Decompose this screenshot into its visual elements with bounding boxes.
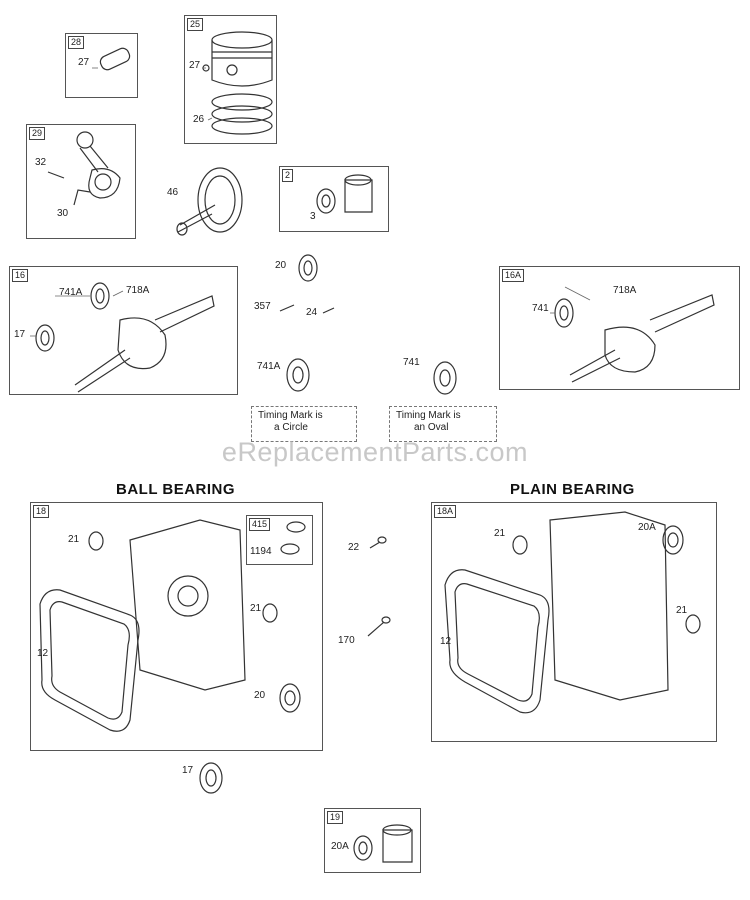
box-label: 29 — [29, 127, 46, 140]
part-label: 357 — [254, 301, 271, 312]
part-label: 21 — [676, 605, 688, 616]
camshaft-drawing — [176, 167, 243, 236]
part-label: 12 — [37, 648, 49, 659]
part-label: 46 — [167, 187, 179, 198]
part-label: 741 — [532, 303, 549, 314]
part-label: 741A — [257, 361, 281, 372]
part-label: 1194 — [250, 546, 272, 557]
leader-lines — [30, 67, 591, 337]
part-label: 741A — [59, 287, 83, 298]
bolts-drawing — [367, 536, 391, 637]
watermark: eReplacementParts.com — [221, 437, 529, 467]
part-label: 718A — [126, 285, 150, 296]
crankshaft-drawing — [35, 282, 215, 393]
connecting-rod-drawing — [47, 131, 121, 206]
part-label: 27 — [78, 57, 90, 68]
part-label: 12 — [440, 636, 452, 647]
heading-ball-bearing: BALL BEARING — [116, 481, 236, 498]
box-16a: 16A — [499, 266, 740, 390]
timing-gear-oval-drawing — [433, 361, 457, 395]
note-line: a Circle — [274, 422, 308, 433]
box-2: 2 — [279, 166, 389, 232]
note-timing-mark-circle: Timing Mark is a Circle — [251, 406, 357, 442]
piston-drawing — [202, 31, 273, 87]
note-line: an Oval — [414, 422, 449, 433]
box-label: 28 — [68, 36, 85, 49]
part-label: 26 — [193, 114, 205, 125]
part-label: 21 — [494, 528, 506, 539]
key-drawing — [322, 307, 335, 314]
box-label: 2 — [282, 169, 294, 182]
heading-plain-bearing: PLAIN BEARING — [510, 481, 635, 498]
timing-gear-circle-drawing — [286, 358, 310, 392]
ball-bearing-cover-drawing — [39, 519, 301, 732]
part-label: 30 — [57, 208, 69, 219]
part-label: 20A — [638, 522, 656, 533]
part-label: 32 — [35, 157, 47, 168]
part-label: 27 — [189, 60, 201, 71]
box-28: 28 — [65, 33, 138, 98]
part-label: 17 — [182, 765, 194, 776]
piston-pin-drawing — [99, 47, 131, 71]
box-label: 16 — [12, 269, 29, 282]
box-18a: 18A — [431, 502, 717, 742]
box-label: 25 — [187, 18, 204, 31]
box-label: 18A — [434, 505, 457, 518]
part-label: 24 — [306, 307, 318, 318]
part-label: 21 — [250, 603, 262, 614]
part-label: 718A — [613, 285, 637, 296]
box-label: 18 — [33, 505, 50, 518]
part-label: 170 — [338, 635, 355, 646]
box-label: 415 — [249, 518, 271, 531]
part-label: 22 — [348, 542, 360, 553]
box-label: 19 — [327, 811, 344, 824]
box-415: 415 — [246, 515, 313, 565]
oil-fill-plug-drawing — [280, 521, 306, 555]
bearing-kit-drawing — [316, 174, 373, 214]
box-19: 19 — [324, 808, 421, 873]
box-18: 18 — [30, 502, 323, 751]
plain-bearing-cover-drawing — [444, 511, 701, 714]
part-label: 20 — [254, 690, 266, 701]
bearing-kit-19-drawing — [353, 824, 413, 863]
part-label: 20A — [331, 841, 349, 852]
box-16: 16 — [9, 266, 238, 395]
note-timing-mark-oval: Timing Mark is an Oval — [389, 406, 497, 442]
pin-drawing — [279, 304, 295, 312]
box-label: 16A — [502, 269, 525, 282]
part-label: 741 — [403, 357, 420, 368]
box-29: 29 — [26, 124, 136, 239]
part-label: 21 — [68, 534, 80, 545]
part-label: 17 — [14, 329, 26, 340]
note-line: Timing Mark is — [396, 410, 461, 421]
part-label: 20 — [275, 260, 287, 271]
seal-17-drawing — [199, 762, 223, 794]
piston-rings-drawing — [211, 93, 273, 135]
seal-drawing — [298, 254, 318, 282]
box-25: 25 — [184, 15, 277, 144]
note-line: Timing Mark is — [258, 410, 323, 421]
part-label: 3 — [310, 211, 316, 222]
